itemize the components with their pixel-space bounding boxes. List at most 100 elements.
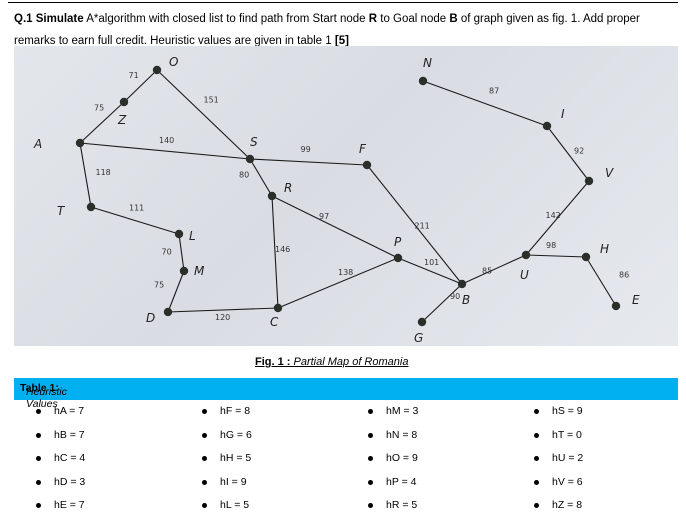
node-label-G: G: [414, 331, 423, 345]
node-R: [267, 191, 277, 201]
edge-cost-T-L: 111: [129, 204, 144, 213]
edge-cost-S-F: 99: [301, 145, 311, 154]
edge-P-B: [397, 257, 463, 285]
question-part-2: to Goal node: [377, 13, 450, 25]
heuristic-column-1: hA = 7 hB = 7 hC = 4 hD = 3 hE = 7: [30, 402, 180, 520]
heuristic-item: hN = 8: [362, 426, 512, 450]
node-E: [611, 301, 621, 311]
edge-U-H: [525, 254, 587, 258]
question-prefix: Q.1 Simulate: [14, 13, 84, 25]
node-label-M: M: [194, 264, 205, 278]
edge-cost-R-C: 146: [275, 245, 290, 254]
edge-B-U: [461, 254, 527, 285]
table-title-text: Heuristic Values: [26, 386, 67, 410]
node-C: [273, 303, 283, 313]
node-label-B: B: [462, 293, 470, 307]
heuristic-item: hP = 4: [362, 473, 512, 497]
heuristic-item: hV = 6: [528, 473, 678, 497]
node-O: [152, 65, 162, 75]
heuristic-item: hI = 9: [196, 473, 346, 497]
edge-cost-Z-O: 71: [129, 71, 139, 80]
edge-A-S: [79, 142, 251, 160]
edge-cost-F-B: 211: [415, 222, 430, 231]
edge-B-G: [421, 283, 463, 323]
edge-cost-U-H: 98: [546, 241, 556, 250]
edge-R-C: [271, 195, 279, 309]
table-title: Table 1: Heuristic Values: [20, 382, 67, 410]
heuristic-item: hH = 5: [196, 449, 346, 473]
heuristic-item: hB = 7: [30, 426, 180, 450]
node-Z: [119, 97, 129, 107]
node-H: [581, 252, 591, 262]
edge-cost-I-N: 87: [489, 87, 499, 96]
node-label-L: L: [189, 229, 196, 243]
question-part-3: of graph given as fig. 1. Add proper rem…: [14, 13, 640, 47]
table-title-label: Table 1:: [20, 382, 59, 394]
edge-cost-L-M: 70: [162, 248, 172, 257]
edge-A-Z: [79, 101, 125, 144]
edge-cost-P-B: 101: [424, 258, 439, 267]
node-label-A: A: [33, 137, 42, 151]
heuristic-column-4: hS = 9 hT = 0 hU = 2 hV = 6 hZ = 8: [528, 402, 678, 520]
node-label-D: D: [146, 311, 155, 325]
edge-L-M: [178, 233, 185, 272]
figure-caption: Fig. 1 : Partial Map of Romania: [255, 356, 408, 368]
node-label-H: H: [600, 242, 609, 256]
node-label-C: C: [270, 315, 279, 329]
edge-Z-O: [123, 69, 158, 103]
edge-S-F: [249, 158, 368, 166]
heuristic-item: hC = 4: [30, 449, 180, 473]
edge-D-C: [167, 307, 279, 313]
edge-cost-A-T: 118: [96, 168, 111, 177]
node-label-V: V: [605, 166, 614, 180]
node-label-T: T: [57, 204, 66, 218]
edge-O-S: [156, 69, 251, 160]
heuristic-item: hZ = 8: [528, 496, 678, 520]
edge-cost-H-E: 86: [619, 271, 629, 280]
node-label-I: I: [561, 107, 565, 121]
node-S: [245, 154, 255, 164]
heuristic-item: hT = 0: [528, 426, 678, 450]
node-U: [521, 250, 531, 260]
top-rule: [8, 2, 678, 3]
node-D: [163, 307, 173, 317]
node-label-S: S: [250, 135, 258, 149]
table-title-bar: Table 1: Heuristic Values: [14, 378, 678, 410]
edge-cost-C-P: 138: [338, 268, 353, 277]
heuristic-item: hM = 3: [362, 402, 512, 426]
edge-I-N: [422, 80, 548, 127]
edge-A-T: [79, 142, 92, 208]
node-label-F: F: [359, 142, 367, 156]
heuristic-item: hR = 5: [362, 496, 512, 520]
edge-U-V: [525, 180, 590, 256]
heuristic-column-3: hM = 3 hN = 8 hO = 9 hP = 4 hR = 5: [362, 402, 512, 520]
edge-cost-M-D: 75: [154, 281, 164, 290]
node-label-P: P: [394, 235, 402, 249]
edge-cost-S-R: 80: [239, 171, 249, 180]
question-marks: [5]: [334, 35, 349, 47]
edge-S-R: [249, 158, 273, 197]
node-label-U: U: [520, 268, 529, 282]
question-start-node: R: [368, 13, 378, 25]
heuristic-column-2: hF = 8 hG = 6 hH = 5 hI = 9 hL = 5: [196, 402, 346, 520]
heuristic-item: hA = 7: [30, 402, 180, 426]
question-goal-node: B: [449, 13, 458, 25]
edge-cost-B-U: 85: [482, 267, 492, 276]
heuristic-item: hG = 6: [196, 426, 346, 450]
heuristic-item: hO = 9: [362, 449, 512, 473]
question-text: Q.1 Simulate A*algorithm with closed lis…: [14, 8, 680, 52]
heuristic-item: hL = 5: [196, 496, 346, 520]
figure-caption-text: Partial Map of Romania: [290, 356, 409, 368]
romania-graph: 7571151140118111707512099809714613821110…: [33, 55, 640, 345]
edge-R-P: [271, 195, 399, 259]
question-part-1: A*algorithm with closed list to find pat…: [83, 13, 369, 25]
edge-V-I: [546, 125, 590, 182]
edge-H-E: [585, 256, 617, 307]
node-G: [417, 317, 427, 327]
edge-cost-D-C: 120: [215, 313, 230, 322]
edge-cost-A-Z: 75: [94, 104, 104, 113]
heuristic-item: hE = 7: [30, 496, 180, 520]
node-A: [75, 138, 85, 148]
node-label-R: R: [284, 181, 292, 195]
